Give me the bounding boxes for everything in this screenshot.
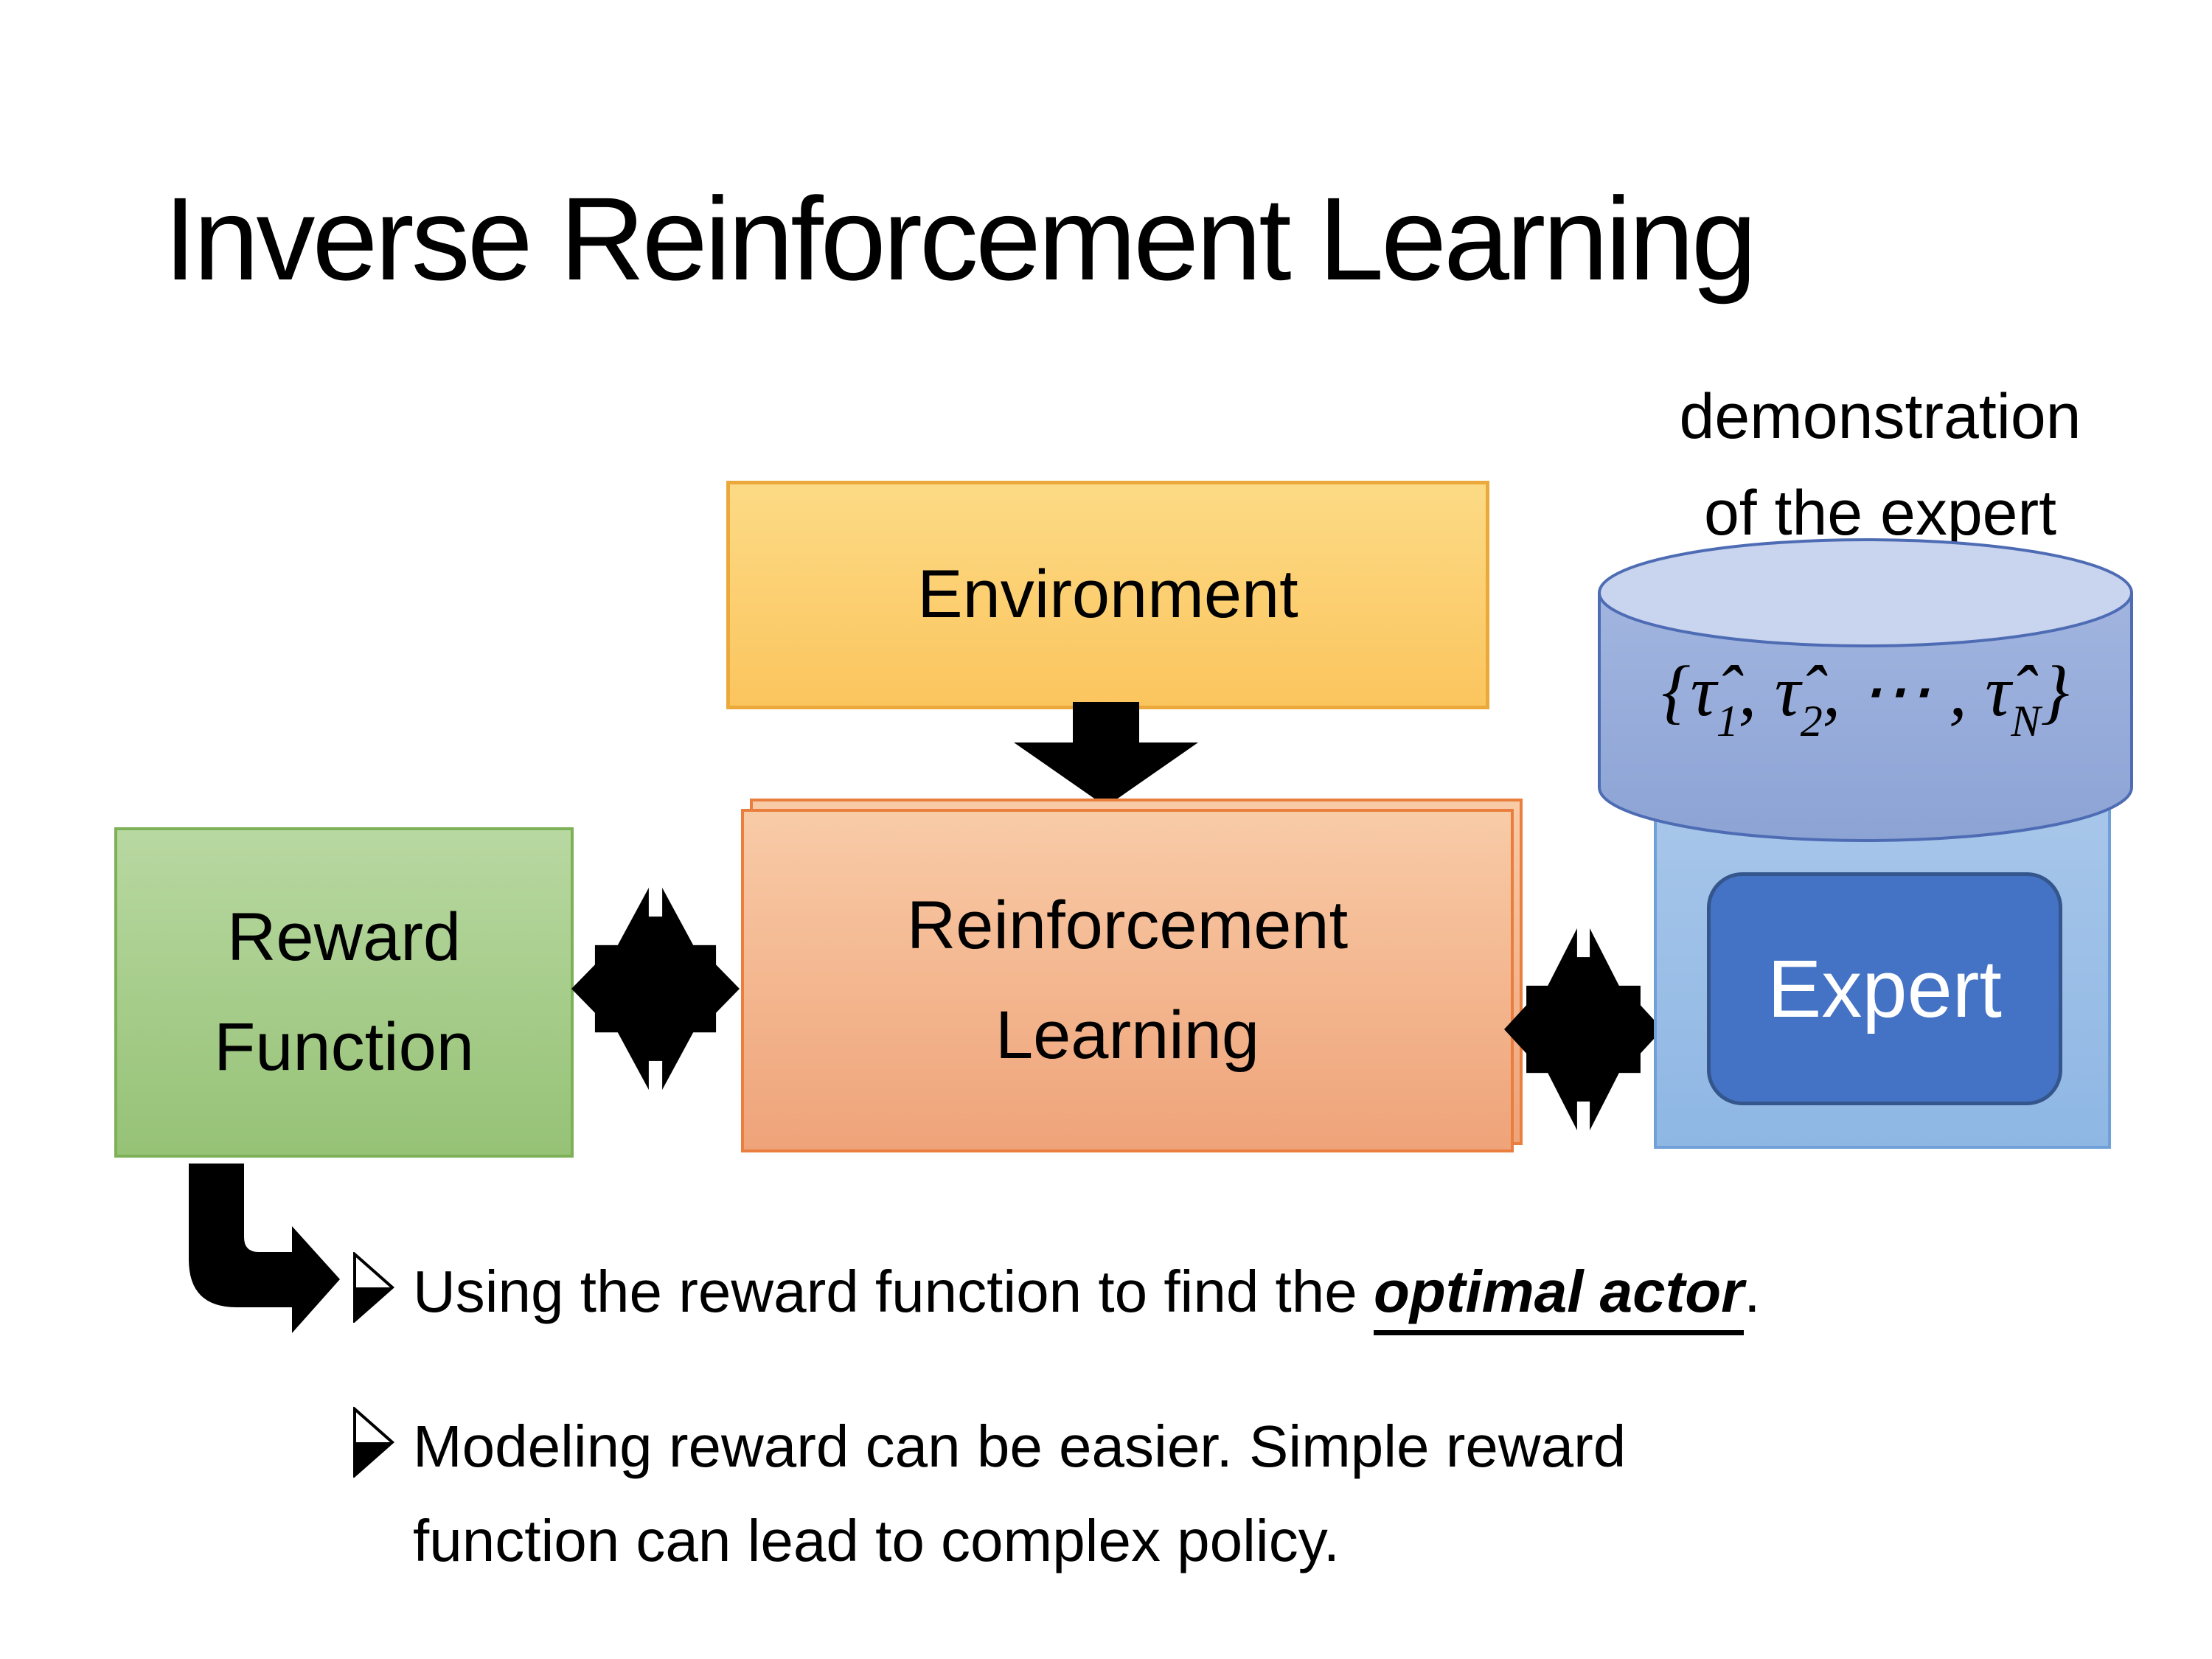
bullet-optimal-actor: Using the reward function to find the op… <box>352 1245 1761 1339</box>
arrowhead-bullet-icon <box>353 1252 395 1323</box>
bullet1-highlight: optimal actor <box>1373 1259 1745 1335</box>
environment-box: Environment <box>726 481 1489 709</box>
down-arrow <box>1014 702 1198 807</box>
demonstration-database-cylinder <box>1598 538 2133 842</box>
reward-label-line1: Reward <box>226 899 461 975</box>
reinforcement-box: Reinforcement Learning <box>741 809 1514 1152</box>
bent-arrow <box>189 1164 340 1333</box>
trajectory-set-formula: {τ̂1, τ̂2, ⋯ , τ̂N} <box>1661 652 2070 745</box>
demonstration-caption-line1: demonstration <box>1679 381 2081 452</box>
reward-label-line2: Function <box>214 1009 474 1085</box>
reinforcement-label-line1: Reinforcement <box>906 887 1349 963</box>
bullet-optimal-actor-text: Using the reward function to find the op… <box>413 1245 1761 1339</box>
slide-title: Inverse Reinforcement Learning <box>164 173 1757 305</box>
reward-function-box: Reward Function <box>114 827 574 1158</box>
reinforcement-label-line2: Learning <box>995 998 1260 1073</box>
arrowhead-bullet-icon <box>353 1407 395 1478</box>
double-arrow-reward-rl <box>571 874 740 1104</box>
expert-label: Expert <box>1767 943 2002 1034</box>
demonstration-caption-line2: of the expert <box>1703 477 2057 549</box>
bullet-modeling-reward: Modeling reward can be easier. Simple re… <box>352 1399 1753 1588</box>
demonstration-caption: demonstration of the expert <box>1607 369 2153 561</box>
double-arrow-rl-expert <box>1504 914 1663 1144</box>
bullet-modeling-reward-text: Modeling reward can be easier. Simple re… <box>413 1413 1627 1573</box>
bullet1-prefix: Using the reward function to find the <box>413 1259 1374 1324</box>
environment-label: Environment <box>917 557 1298 633</box>
expert-button: Expert <box>1707 872 2062 1105</box>
bullet1-suffix: . <box>1744 1259 1761 1324</box>
